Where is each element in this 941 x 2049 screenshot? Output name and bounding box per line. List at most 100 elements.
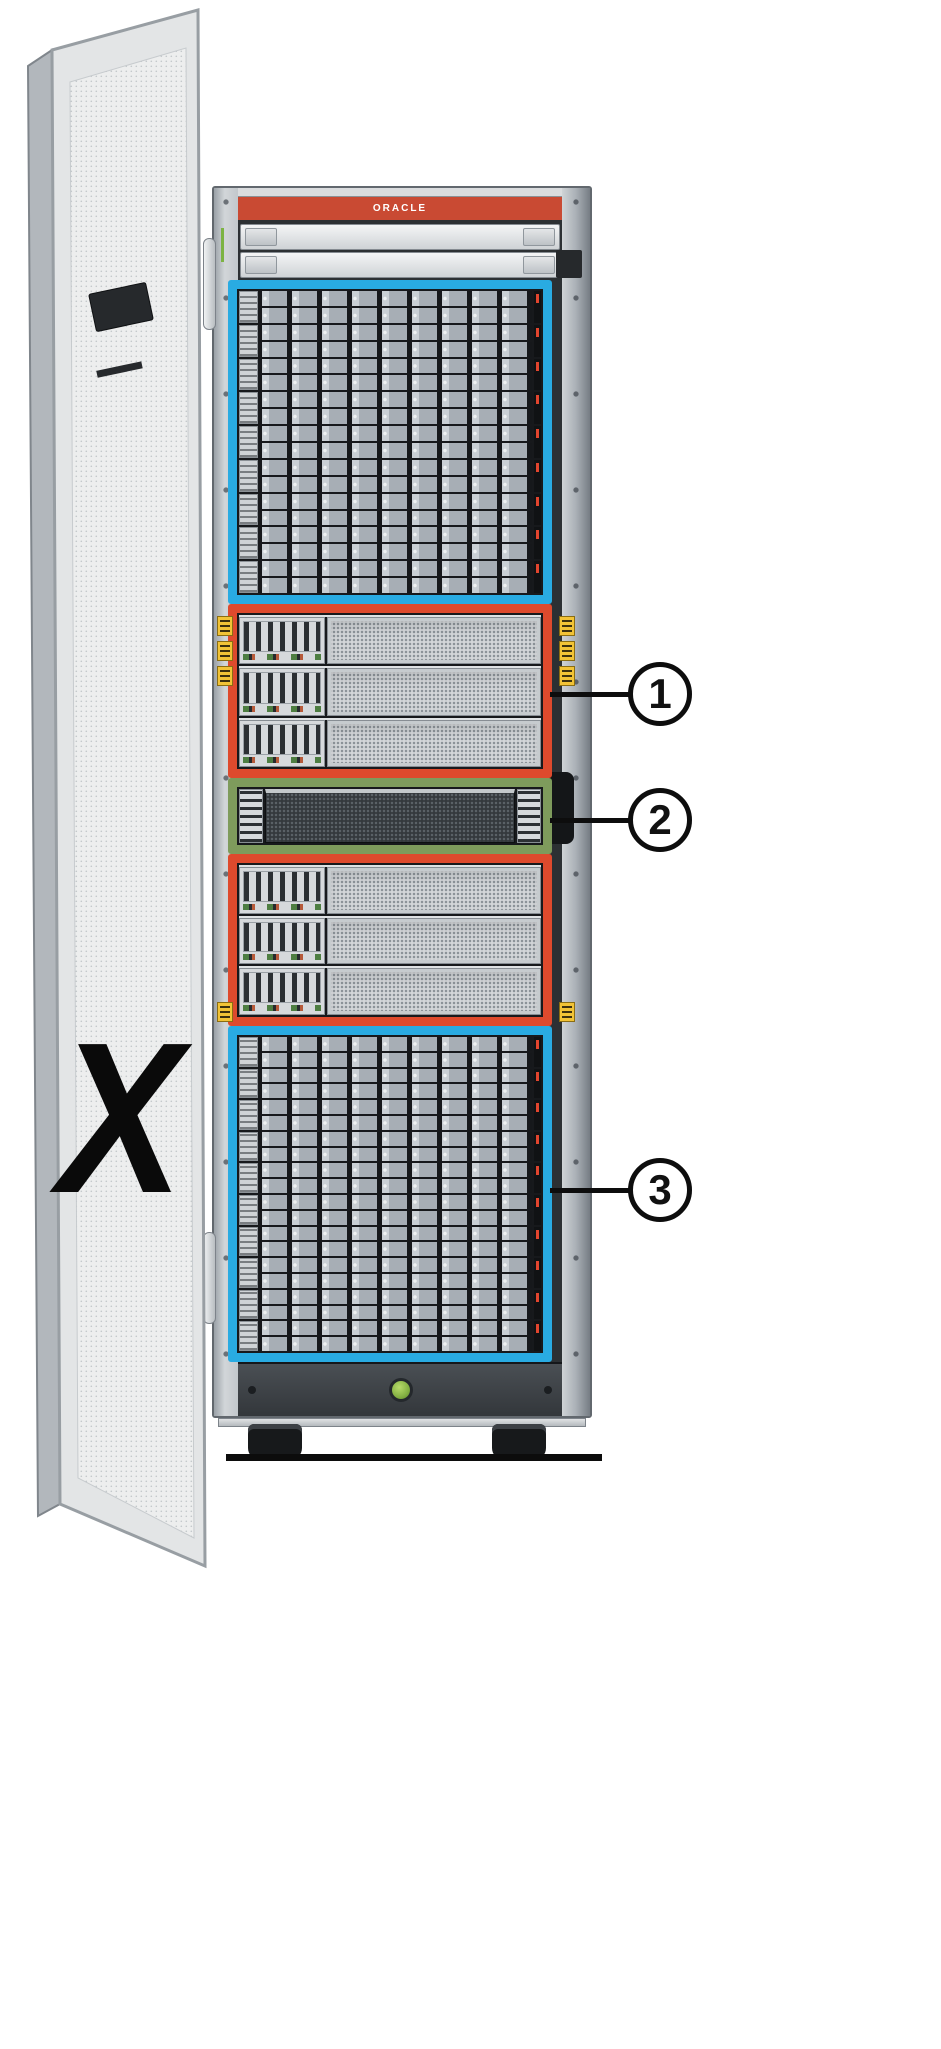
drive-bay-grid	[260, 1258, 532, 1288]
shelf-label-column	[239, 1258, 258, 1288]
server-mesh-grille	[327, 668, 541, 716]
drive-bay-grid	[260, 358, 532, 391]
server-stack-lower	[237, 863, 543, 1017]
storage-shelf	[239, 561, 541, 594]
rack-top-strip	[238, 188, 562, 197]
door-mesh-dots	[70, 48, 194, 1538]
shelf-label-column	[239, 1068, 258, 1099]
shelf-label-column	[239, 291, 258, 323]
callout-3-circle: 3	[628, 1158, 692, 1222]
drive-bay-grid	[260, 1226, 532, 1257]
callout-2-line	[550, 818, 630, 823]
callout-2-circle: 2	[628, 788, 692, 852]
shelf-label-column	[239, 1289, 258, 1320]
drive-row	[260, 1258, 532, 1272]
server-unit	[239, 789, 541, 843]
shelf-label-column	[239, 1163, 258, 1193]
drive-row	[260, 375, 532, 391]
power-button	[389, 1378, 413, 1402]
oracle-brand-bar: ORACLE	[238, 197, 562, 220]
drive-bay-grid	[260, 1100, 532, 1130]
filler-unit-2	[240, 252, 560, 278]
shelf-right-cap	[534, 1258, 541, 1288]
drive-row	[260, 527, 532, 543]
drive-row	[260, 1037, 532, 1051]
right-rail-vent	[556, 250, 582, 278]
server-drive-slots	[243, 672, 321, 704]
server-mesh-grille	[327, 917, 541, 965]
shelf-label-column	[239, 324, 258, 357]
door-catch-handle	[549, 772, 574, 844]
storage-shelf	[239, 1194, 541, 1225]
shelf-right-cap	[534, 1068, 541, 1099]
callout-3-line	[550, 1188, 630, 1193]
shelf-right-cap	[534, 358, 541, 391]
drive-bay-grid	[260, 1289, 532, 1320]
server-unit	[239, 966, 541, 1016]
storage-shelf	[239, 426, 541, 458]
drive-row	[260, 1305, 532, 1320]
drive-row	[260, 476, 532, 492]
shelf-right-cap	[534, 291, 541, 323]
storage-shelf	[239, 1258, 541, 1288]
server-end-cap	[517, 789, 541, 843]
drive-bay-grid	[260, 1194, 532, 1225]
server-drive-section	[239, 968, 325, 1016]
shelf-right-cap	[534, 1321, 541, 1351]
door-badge	[88, 282, 154, 332]
storage-shelf	[239, 1068, 541, 1099]
server-drive-slots	[243, 972, 321, 1004]
drive-row	[260, 409, 532, 425]
shelf-label-column	[239, 1100, 258, 1130]
door-badge-line	[96, 361, 143, 378]
callout-1-line	[550, 692, 630, 697]
server-drive-section	[239, 668, 325, 716]
server-mesh-grille	[327, 719, 541, 767]
drive-row	[260, 443, 532, 458]
server-drive-section	[239, 917, 325, 965]
drive-bay-grid	[260, 324, 532, 357]
drive-row	[260, 1273, 532, 1288]
shelf-label-column	[239, 1037, 258, 1067]
warning-label-icon	[559, 1002, 575, 1022]
drive-row	[260, 1242, 532, 1257]
shelf-label-column	[239, 426, 258, 458]
shelf-right-cap	[534, 527, 541, 560]
storage-shelf	[239, 392, 541, 425]
shelf-label-column	[239, 459, 258, 492]
storage-shelf-stack-top	[237, 289, 543, 595]
drive-row	[260, 1131, 532, 1146]
drive-row	[260, 510, 532, 526]
warning-label-icon	[217, 1002, 233, 1022]
warning-label-icon	[217, 641, 233, 661]
drive-bay-grid	[260, 1068, 532, 1099]
rack-base-strip	[218, 1418, 586, 1427]
storage-shelf	[239, 1037, 541, 1067]
drive-bay-grid	[260, 1131, 532, 1162]
server-stack-green	[237, 787, 543, 845]
drive-bay-grid	[260, 1037, 532, 1067]
oracle-logo-text: ORACLE	[372, 203, 428, 214]
storage-shelf	[239, 291, 541, 323]
door-x-mark: X	[49, 997, 193, 1238]
drive-row	[260, 341, 532, 357]
callout-1-circle: 1	[628, 662, 692, 726]
shelf-right-cap	[534, 324, 541, 357]
drive-row	[260, 392, 532, 408]
shelf-right-cap	[534, 1226, 541, 1257]
drive-row	[260, 291, 532, 306]
warning-label-icon	[217, 666, 233, 686]
server-label-strip	[243, 705, 321, 712]
drive-row	[260, 1337, 532, 1351]
filler-unit-1	[240, 224, 560, 250]
shelf-right-cap	[534, 1194, 541, 1225]
shelf-right-cap	[534, 493, 541, 526]
server-drive-section	[239, 867, 325, 914]
drive-bay-grid	[260, 392, 532, 425]
drive-bay-grid	[260, 1163, 532, 1193]
server-label-strip	[243, 1005, 321, 1012]
server-drive-slots	[243, 921, 321, 953]
server-unit	[239, 915, 541, 965]
highlight-zone-red-lower	[228, 854, 552, 1026]
server-label-strip	[243, 654, 321, 661]
